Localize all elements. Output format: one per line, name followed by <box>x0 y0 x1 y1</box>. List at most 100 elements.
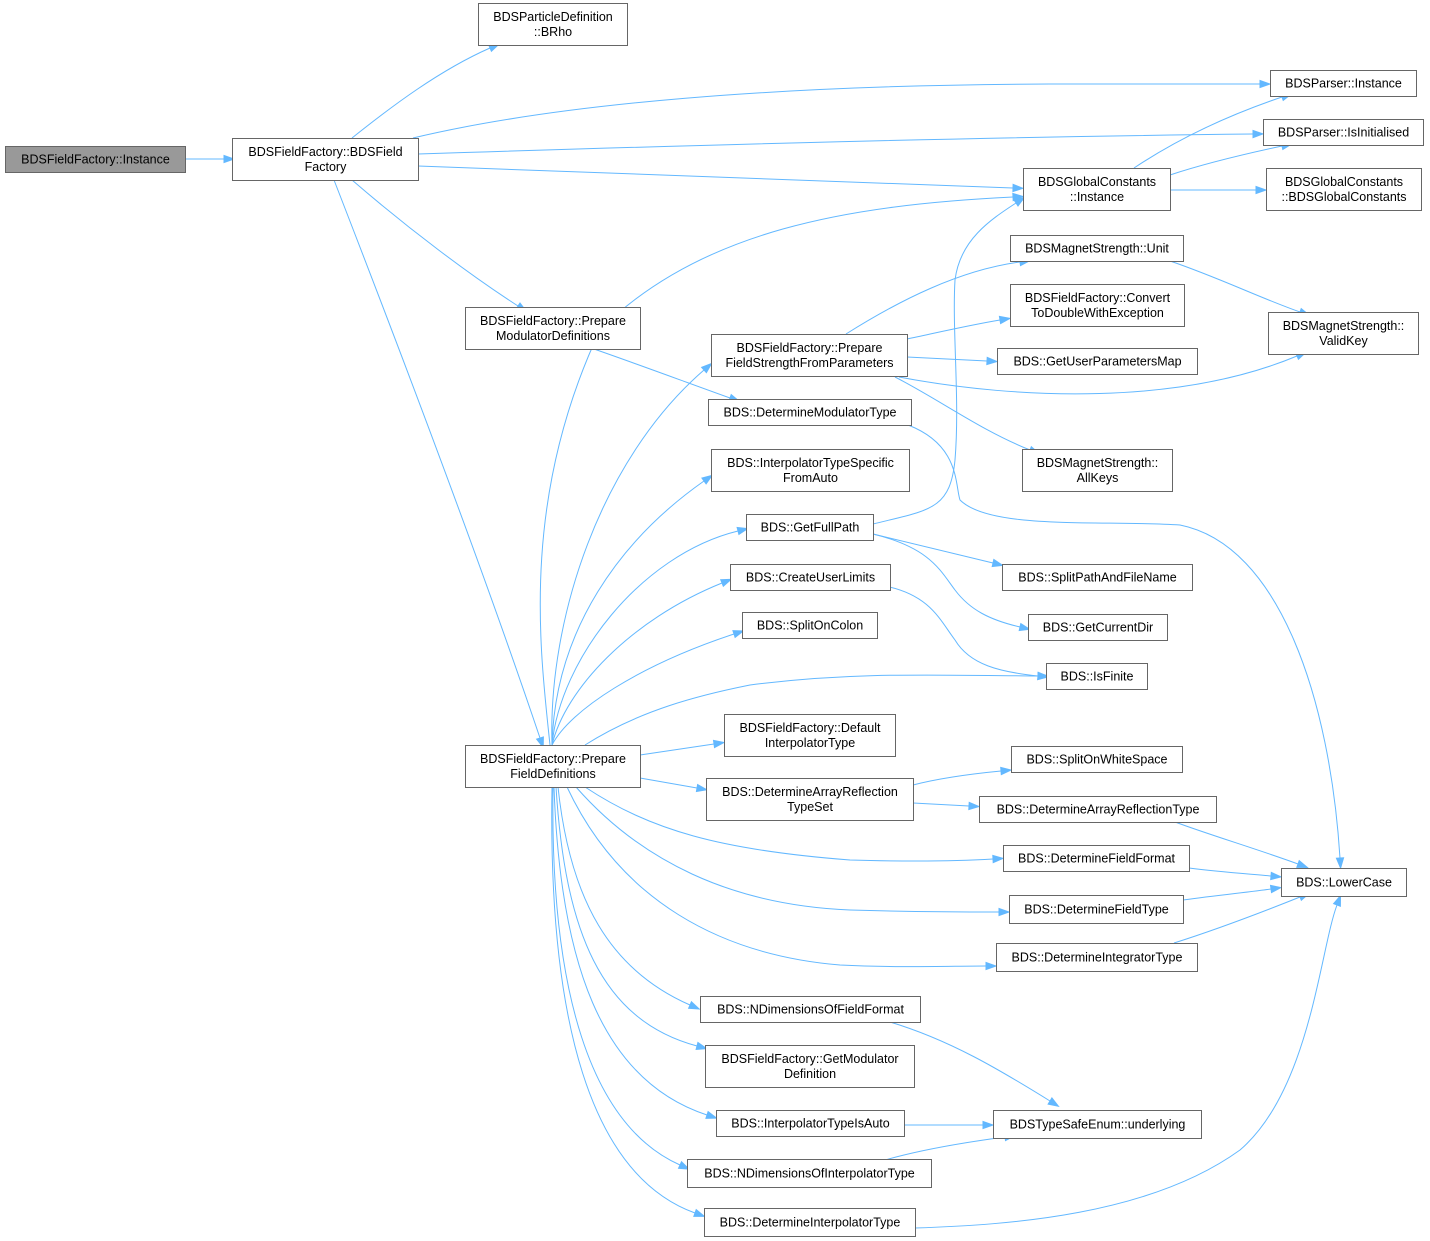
edge-arrowhead <box>687 1000 701 1010</box>
edge-arrowhead <box>693 1208 706 1217</box>
edge-arrowhead <box>1296 859 1309 869</box>
node-label-line: BDSMagnetStrength:: <box>1037 456 1159 470</box>
node-box <box>1003 845 1190 872</box>
edge-field_type-to-lowercase <box>1182 884 1283 901</box>
edge-arrowhead <box>535 736 544 749</box>
edge-arrowhead <box>736 526 750 536</box>
edge-line <box>417 165 1014 189</box>
graph-node-allkeys[interactable]: BDSMagnetStrength::AllKeys <box>1022 449 1173 492</box>
graph-node-det-mod[interactable]: BDS::DetermineModulatorType <box>708 399 912 426</box>
edge-line <box>584 786 994 862</box>
graph-node-det-interp[interactable]: BDS::DetermineInterpolatorType <box>704 1208 916 1237</box>
edge-arrowhead <box>700 362 713 374</box>
graph-node-underlying[interactable]: BDSTypeSafeEnum::underlying <box>993 1110 1202 1139</box>
graph-node-brho[interactable]: BDSParticleDefinition::BRho <box>478 3 628 46</box>
edge-interp_isauto-to-underlying <box>904 1120 995 1130</box>
node-label-line: BDS::SplitPathAndFileName <box>1018 571 1176 585</box>
node-label-line: ValidKey <box>1319 334 1368 348</box>
node-label-line: BDSTypeSafeEnum::underlying <box>1010 1118 1186 1132</box>
edge-arrowhead <box>986 356 999 366</box>
graph-node-parser-init[interactable]: BDSParser::IsInitialised <box>1263 119 1424 146</box>
node-box <box>1268 312 1419 355</box>
graph-node-curdir[interactable]: BDS::GetCurrentDir <box>1028 614 1168 641</box>
node-box <box>465 745 641 788</box>
graph-node-prep-mod[interactable]: BDSFieldFactory::PrepareModulatorDefinit… <box>465 307 641 350</box>
edge-line <box>1169 145 1283 176</box>
edge-prep_fs-to-convert <box>906 315 1012 340</box>
edge-line <box>872 202 1017 525</box>
node-label-line: BDS::CreateUserLimits <box>746 571 875 585</box>
graph-node-ctor[interactable]: BDSFieldFactory::BDSFieldFactory <box>232 138 419 181</box>
edge-gc_inst-to-gc_ctor <box>1170 185 1268 195</box>
graph-node-prep-fs[interactable]: BDSFieldFactory::PrepareFieldStrengthFro… <box>711 334 908 377</box>
node-label-line: BDS::InterpolatorTypeSpecific <box>727 456 894 470</box>
node-label-line: BDS::GetFullPath <box>761 521 860 535</box>
edge-prep_fd-to-def_interp <box>639 739 726 756</box>
edge-line <box>889 1021 1051 1102</box>
graph-node-finite[interactable]: BDS::IsFinite <box>1046 663 1148 690</box>
node-box <box>711 334 908 377</box>
node-label-line: BDSFieldFactory::Prepare <box>480 752 626 766</box>
node-label-line: BDSFieldFactory::Instance <box>21 153 170 167</box>
edge-line <box>552 786 681 1166</box>
graph-node-arr-type[interactable]: BDS::DetermineArrayReflectionType <box>979 796 1217 823</box>
node-label-line: BDSFieldFactory::Default <box>739 721 881 735</box>
graph-node-parser-inst[interactable]: BDSParser::Instance <box>1270 70 1417 97</box>
graph-node-convert[interactable]: BDSFieldFactory::ConvertToDoubleWithExce… <box>1010 284 1185 327</box>
edge-line <box>1173 896 1301 944</box>
edge-arrowhead <box>712 739 726 749</box>
graph-node-root[interactable]: BDSFieldFactory::Instance <box>5 146 186 173</box>
edge-arrowhead <box>998 907 1011 917</box>
graph-node-ndim-interp[interactable]: BDS::NDimensionsOfInterpolatorType <box>687 1159 932 1188</box>
node-label-line: FieldDefinitions <box>510 767 595 781</box>
graph-node-colon[interactable]: BDS::SplitOnColon <box>742 612 878 639</box>
node-box <box>742 612 878 639</box>
edge-arrowhead <box>1012 192 1025 202</box>
edge-line <box>1174 821 1299 865</box>
graph-node-field-type[interactable]: BDS::DetermineFieldType <box>1009 895 1184 924</box>
edge-arrowhead <box>1018 622 1032 632</box>
edge-ctor-to-parser_init <box>417 129 1265 155</box>
edge-arrowhead <box>1270 871 1283 881</box>
graph-node-integrator[interactable]: BDS::DetermineIntegratorType <box>996 943 1198 972</box>
node-label-line: BDS::DetermineArrayReflectionType <box>997 803 1200 817</box>
node-box <box>993 1110 1202 1139</box>
graph-node-gc-ctor[interactable]: BDSGlobalConstants::BDSGlobalConstants <box>1266 168 1422 211</box>
node-box <box>711 449 910 492</box>
graph-node-fullpath[interactable]: BDS::GetFullPath <box>746 514 874 541</box>
edge-prep_fd-to-prep_fs <box>551 362 713 746</box>
graph-node-interp-isauto[interactable]: BDS::InterpolatorTypeIsAuto <box>716 1110 905 1137</box>
edge-line <box>551 480 705 746</box>
edge-prep_fd-to-userlimits <box>551 578 733 746</box>
edge-prep_fd-to-integrator <box>566 786 998 971</box>
graph-node-splitpath[interactable]: BDS::SplitPathAndFileName <box>1002 564 1193 591</box>
graph-node-ms-unit[interactable]: BDSMagnetStrength::Unit <box>1010 235 1184 262</box>
edge-arrowhead <box>1335 857 1345 870</box>
graph-node-ndim-ff[interactable]: BDS::NDimensionsOfFieldFormat <box>700 996 921 1023</box>
node-label-line: BDSGlobalConstants <box>1038 175 1156 189</box>
edge-arrowhead <box>982 1120 995 1130</box>
graph-node-validkey[interactable]: BDSMagnetStrength::ValidKey <box>1268 312 1419 355</box>
graph-node-userlimits[interactable]: BDS::CreateUserLimits <box>730 564 891 591</box>
graph-node-userparams[interactable]: BDS::GetUserParametersMap <box>997 348 1198 375</box>
graph-node-whitespace[interactable]: BDS::SplitOnWhiteSpace <box>1011 746 1183 773</box>
graph-node-lowercase[interactable]: BDS::LowerCase <box>1281 868 1407 897</box>
edge-arr_type-to-lowercase <box>1174 821 1309 869</box>
graph-node-field-format[interactable]: BDS::DetermineFieldFormat <box>1003 845 1190 872</box>
node-label-line: BDSFieldFactory::Convert <box>1025 291 1171 305</box>
edge-arrowhead <box>985 961 998 971</box>
edge-ctor-to-brho <box>351 43 501 139</box>
node-label-line: BDS::InterpolatorTypeIsAuto <box>731 1117 889 1131</box>
edge-line <box>351 179 519 307</box>
graph-node-gc-inst[interactable]: BDSGlobalConstants::Instance <box>1023 168 1171 211</box>
node-box <box>705 1045 915 1088</box>
edge-arrowhead <box>719 578 733 588</box>
node-box <box>1011 746 1183 773</box>
node-label-line: Definition <box>784 1067 836 1081</box>
node-box <box>1022 449 1173 492</box>
